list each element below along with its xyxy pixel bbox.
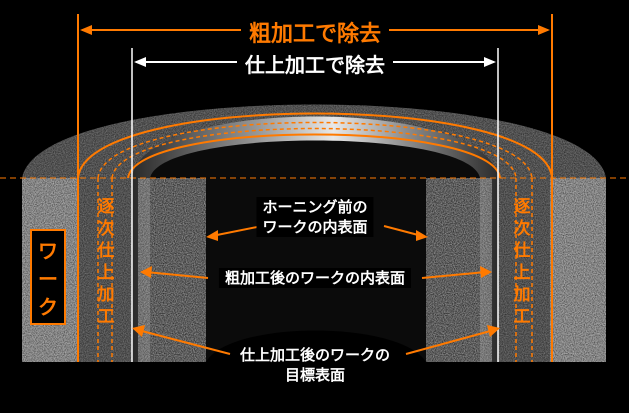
inner-surface-before-label: ホーニング前の ワークの内表面 [256, 197, 374, 237]
callout-before-right [383, 225, 423, 237]
callout-rough-left-head [140, 266, 152, 278]
right-outer-band [550, 178, 606, 362]
rough-removal-label: 粗加工で除去 [240, 16, 390, 48]
work-label: ワーク [38, 239, 58, 319]
target-contour [127, 133, 501, 179]
callout-before-right-head [416, 230, 428, 241]
rough-arrow-right [538, 25, 550, 35]
callout-rough-right-head [480, 266, 492, 278]
finish-arrow-left [134, 57, 146, 67]
rough-arrow-left [80, 25, 92, 35]
sequential-finish-left-label: 逐次仕上加工 [97, 197, 115, 327]
callout-before-left-head [206, 230, 218, 241]
finish-arrow-right [484, 57, 496, 67]
work-label-box: ワーク [30, 229, 66, 325]
sequential-finish-right-label: 逐次仕上加工 [513, 197, 531, 327]
callout-before-left [211, 225, 263, 237]
finish-removal-label: 仕上加工で除去 [237, 49, 393, 78]
callout-target-left-head [132, 325, 145, 337]
callout-rough-right [421, 271, 487, 279]
bore-dark-interior [150, 140, 480, 362]
callout-target-right-head [487, 325, 500, 337]
callout-rough-left [145, 271, 209, 279]
callout-target-right [405, 329, 495, 355]
callout-target-left [137, 329, 231, 355]
target-surface-label: 仕上加工後のワークの 目標表面 [233, 345, 397, 385]
inner-surface-after-rough-label: 粗加工後のワークの内表面 [218, 268, 412, 288]
rough-outer-contour [77, 112, 553, 179]
finish-outer-contour [97, 121, 533, 179]
